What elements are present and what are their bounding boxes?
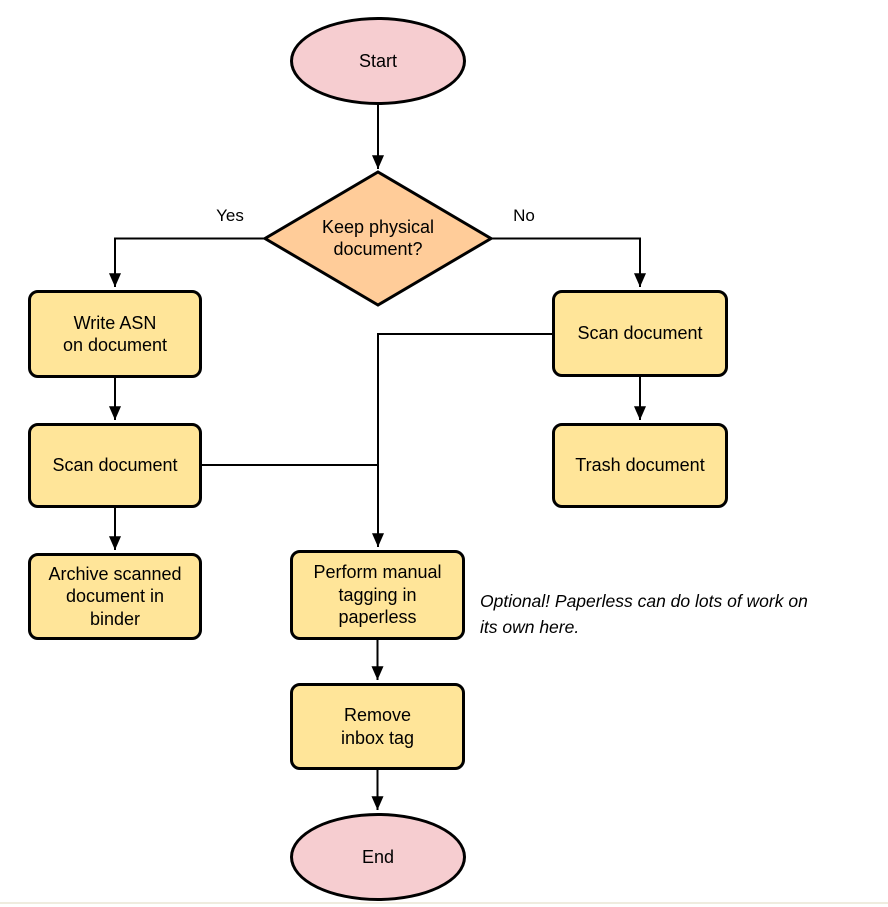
node-remove-inbox-tag: Remove inbox tag [290,683,465,770]
optional-note: Optional! Paperless can do lots of work … [480,591,808,637]
node-scan-document-right-label: Scan document [577,323,703,344]
node-trash-document-label: Trash document [575,455,705,476]
page-bottom-rule [0,902,888,904]
node-archive-in-binder: Archive scanned document in binder [28,553,202,640]
node-write-asn: Write ASN on document [28,290,202,378]
edge-decision-yes-to-write-asn [109,237,265,288]
node-decision-label: Keep physical document? [321,216,435,260]
edge-scan-right-to-tagging [372,333,552,547]
node-start-label: Start [358,50,397,71]
node-write-asn-label: Write ASN on document [62,312,168,356]
node-remove-inbox-tag-label: Remove inbox tag [340,705,415,748]
node-scan-document-left: Scan document [28,423,202,508]
edge-decision-no-to-scan-right [491,237,646,288]
edge-label-yes: Yes [200,206,260,226]
node-end-label: End [361,846,395,867]
node-trash-document: Trash document [552,423,728,508]
node-decision: Keep physical document? [283,198,473,278]
node-archive-in-binder-label: Archive scanned document in binder [48,563,182,629]
node-scan-document-left-label: Scan document [52,455,178,476]
node-manual-tagging: Perform manual tagging in paperless [290,550,465,640]
node-end: End [290,813,466,901]
node-start: Start [290,17,466,105]
edge-label-no: No [494,206,554,226]
node-scan-document-right: Scan document [552,290,728,377]
node-manual-tagging-label: Perform manual tagging in paperless [313,562,442,628]
